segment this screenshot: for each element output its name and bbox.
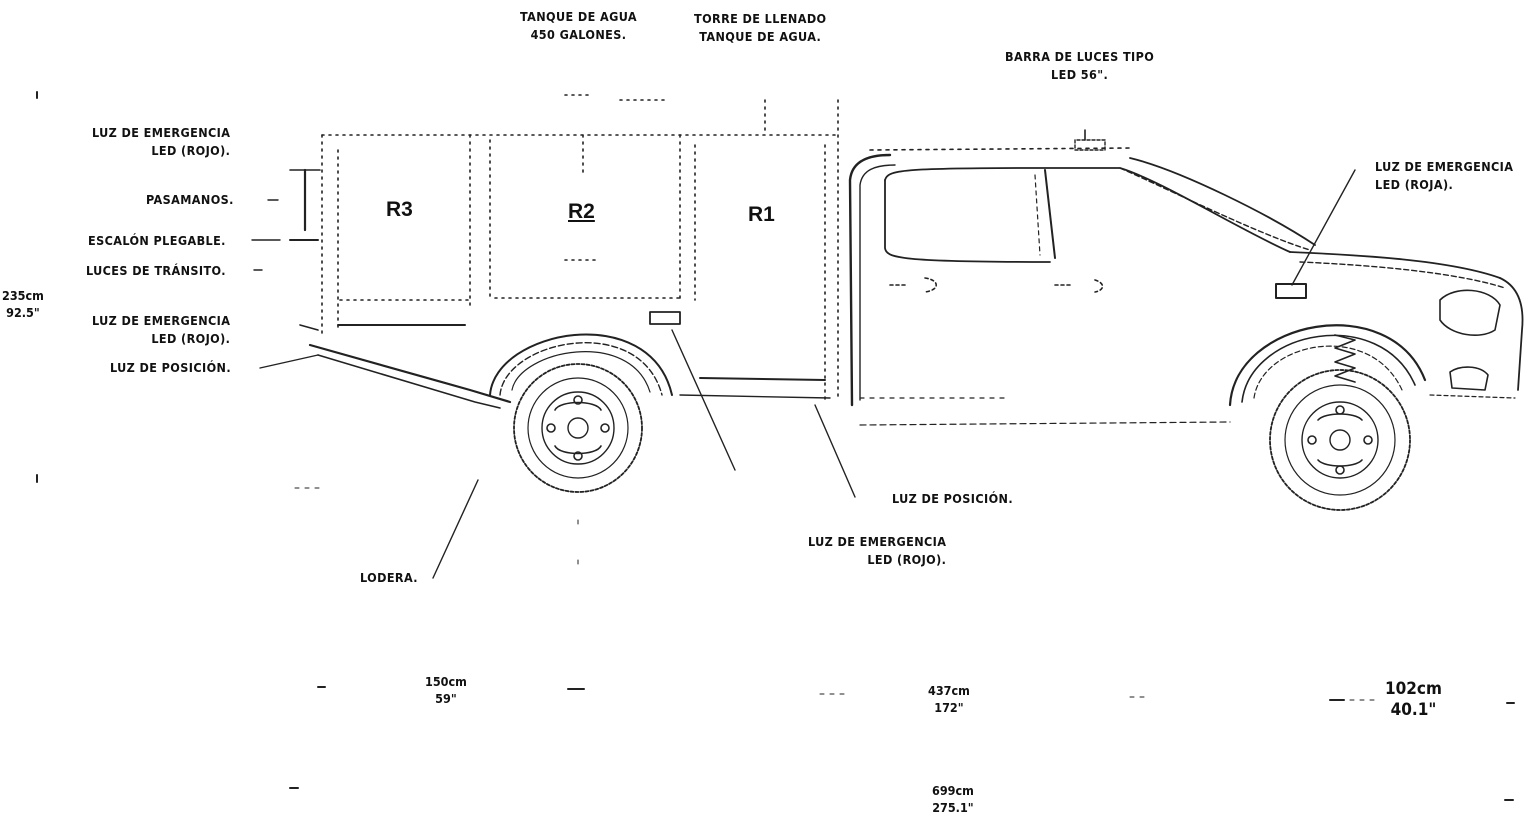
label-transit-lights: LUCES DE TRÁNSITO.: [86, 263, 226, 278]
label-emergency-light-front: LUZ DE EMERGENCIA LED (ROJA).: [1375, 159, 1514, 192]
label-water-tank: TANQUE DE AGUA 450 GALONES.: [520, 9, 638, 42]
dimension-height: 235cm 92.5": [2, 288, 44, 320]
dimension-marks: [36, 91, 1515, 801]
dimension-wheelbase: 437cm 172": [928, 683, 970, 715]
rear-wheel-arch: [489, 333, 673, 396]
dimension-total-length: 699cm 275.1": [932, 783, 974, 815]
cab-door-handles: [889, 277, 1104, 293]
label-position-light-mid: LUZ DE POSICIÓN.: [892, 491, 1014, 506]
label-handrail: PASAMANOS.: [146, 192, 234, 207]
rear-body-module: [321, 94, 841, 401]
label-emergency-light-top: LUZ DE EMERGENCIA LED (ROJO).: [92, 125, 231, 158]
front-wheel-arch: [1228, 324, 1427, 407]
rear-wheel: [513, 363, 643, 493]
front-suspension-spring: [1334, 334, 1356, 383]
section-label-r2: R2: [568, 200, 595, 223]
front-emergency-light: [1275, 283, 1307, 299]
front-end: [1289, 251, 1524, 399]
section-label-r3: R3: [386, 198, 413, 221]
dimension-front-overhang: 102cm 40.1": [1385, 679, 1442, 720]
cab-roof-light-bar: [1074, 129, 1106, 151]
label-folding-step: ESCALÓN PLEGABLE.: [88, 233, 226, 248]
section-label-r1: R1: [748, 203, 775, 226]
dimension-rear-overhang: 150cm 59": [425, 674, 467, 706]
label-emergency-light-mid: LUZ DE EMERGENCIA LED (ROJO).: [808, 534, 947, 567]
cab-outline: [848, 147, 1316, 407]
label-fill-tower: TORRE DE LLENADO TANQUE DE AGUA.: [694, 11, 827, 44]
front-wheel: [1269, 369, 1411, 511]
label-light-bar: BARRA DE LUCES TIPO LED 56".: [1005, 49, 1155, 82]
label-mudflap: LODERA.: [360, 570, 418, 585]
label-position-light-rear: LUZ DE POSICIÓN.: [110, 360, 232, 375]
rear-body-solid-lines: [289, 168, 831, 409]
leader-lines: [251, 169, 1356, 579]
dimension-dashes: [294, 487, 1381, 701]
label-emergency-light-rear: LUZ DE EMERGENCIA LED (ROJO).: [92, 313, 231, 346]
mid-emergency-light: [649, 311, 681, 325]
